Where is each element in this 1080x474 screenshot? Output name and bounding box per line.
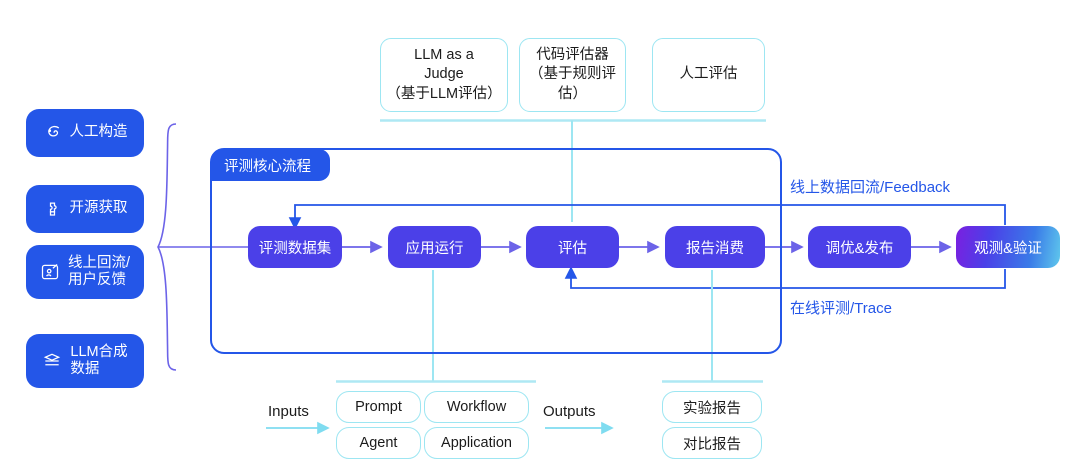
io-card-application[interactable]: Application bbox=[424, 427, 529, 459]
person-circle-icon bbox=[43, 124, 62, 143]
inputs-label: Inputs bbox=[268, 403, 309, 420]
evaluator-card-llm-judge[interactable]: LLM as a Judge （基于LLM评估） bbox=[380, 38, 508, 112]
source-bracket-icon bbox=[157, 123, 177, 371]
feedback-loop-label: 线上数据回流/Feedback bbox=[790, 179, 951, 196]
source-pill-label: LLM合成 数据 bbox=[70, 343, 128, 377]
outputs-label: Outputs bbox=[543, 403, 596, 420]
io-card-agent[interactable]: Agent bbox=[336, 427, 421, 459]
puzzle-plus-icon bbox=[43, 200, 62, 219]
node-report-consume[interactable]: 报告消费 bbox=[665, 226, 765, 268]
trace-loop-label: 在线评测/Trace bbox=[790, 300, 892, 317]
source-pill-label: 开源获取 bbox=[69, 200, 128, 217]
source-pill-feedback[interactable]: 线上回流/ 用户反馈 bbox=[26, 245, 144, 299]
node-app-run[interactable]: 应用运行 bbox=[388, 226, 481, 268]
core-process-tab-label: 评测核心流程 bbox=[211, 149, 330, 181]
source-pill-manual[interactable]: 人工构造 bbox=[26, 109, 144, 157]
node-evaluate[interactable]: 评估 bbox=[526, 226, 619, 268]
node-eval-dataset[interactable]: 评测数据集 bbox=[248, 226, 342, 268]
node-observe-verify[interactable]: 观测&验证 bbox=[956, 226, 1060, 268]
io-card-prompt[interactable]: Prompt bbox=[336, 391, 421, 423]
io-card-workflow[interactable]: Workflow bbox=[424, 391, 529, 423]
source-pill-llm-synth[interactable]: LLM合成 数据 bbox=[26, 334, 144, 388]
core-process-container bbox=[210, 148, 782, 354]
node-tune-release[interactable]: 调优&发布 bbox=[808, 226, 911, 268]
evaluator-card-human-eval[interactable]: 人工评估 bbox=[652, 38, 765, 112]
io-card-comparison-report[interactable]: 对比报告 bbox=[662, 427, 762, 459]
evaluator-card-code-evaluator[interactable]: 代码评估器 （基于规则评估） bbox=[519, 38, 626, 112]
io-card-experiment-report[interactable]: 实验报告 bbox=[662, 391, 762, 423]
source-pill-opensource[interactable]: 开源获取 bbox=[26, 185, 144, 233]
feedback-screen-icon bbox=[40, 262, 60, 282]
database-stack-icon bbox=[42, 351, 62, 371]
source-pill-label: 人工构造 bbox=[69, 124, 128, 141]
source-pill-label: 线上回流/ 用户反馈 bbox=[67, 254, 131, 288]
